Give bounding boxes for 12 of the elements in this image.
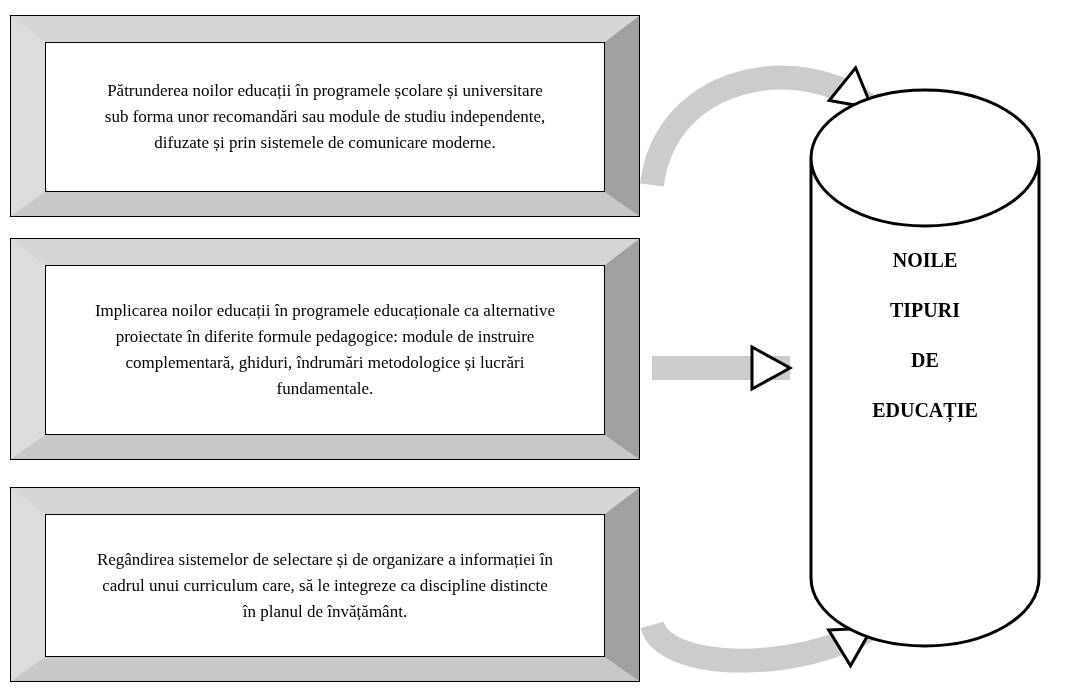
beveled-text-box xyxy=(10,15,640,217)
cylinder-label: TIPURI xyxy=(890,298,960,322)
box-text: Pătrunderea noilor educații în programele școlare și universitare sub forma unor recomandări sau module de studiu independente, difuzate și prin sistemele de comunicare moderne. xyxy=(103,80,547,154)
beveled-text-box xyxy=(10,487,640,682)
cylinder-label: NOILE xyxy=(892,248,958,272)
cylinder xyxy=(808,88,1042,648)
cylinder-label: EDUCAȚIE xyxy=(872,398,978,422)
block-arrow xyxy=(652,345,792,391)
beveled-text-box xyxy=(10,238,640,460)
cylinder-label: DE xyxy=(911,348,939,372)
box-text: Implicarea noilor educații în programele educaționale ca alternative proiectate în diferite formule pedagogice: module de instruire complementară, ghiduri, îndrumări metodologice și lucrări fundamentale. xyxy=(94,300,556,400)
box-text: Regândirea sistemelor de selectare și de organizare a informației în cadrul unui curriculum care, să le integreze ca discipline distincte în planul de învățământ. xyxy=(95,548,555,623)
